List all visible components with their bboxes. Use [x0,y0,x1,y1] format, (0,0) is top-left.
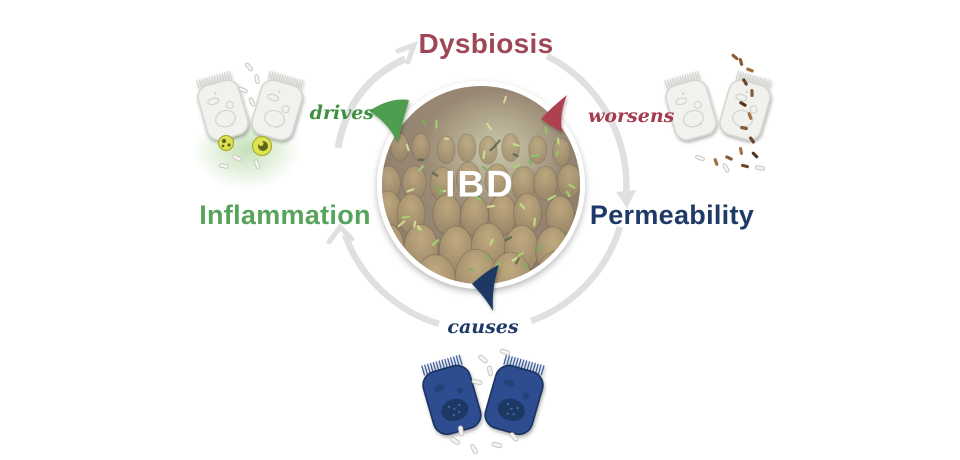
causes-arrowhead-icon [472,265,499,311]
cycle-arc-arrowheads [326,40,636,245]
gray-arrowhead-up-right-icon [395,40,419,65]
arc-dysbiosis-to-permeability [545,53,630,197]
node-label-dysbiosis: Dysbiosis [418,28,554,59]
intestinal-epithelium-cells-icon [421,348,545,455]
cycle-arcs [334,53,630,328]
worsens-arrowhead-icon [541,95,567,132]
arc-inflammation-to-dysbiosis [334,55,407,149]
drives-arrowhead-icon [369,99,409,143]
edge-label-causes: causes [447,316,519,338]
gray-arrowhead-up-icon [326,223,355,245]
center-label-ibd: IBD [445,163,515,205]
edge-label-drives: drives [309,102,374,124]
gray-arrowhead-down-icon [616,190,636,208]
inflamed-epithelium-with-immune-cells-icon [193,62,304,190]
node-label-inflammation: Inflammation [199,200,371,230]
arc-permeability-to-causes [529,226,624,325]
node-label-permeability: Permeability [589,200,755,230]
colored-arrowheads [369,95,567,311]
arc-causes-to-inflammation [341,233,440,328]
edge-label-worsens: worsens [588,105,675,127]
leaky-epithelium-with-bacteria-icon [664,53,772,173]
